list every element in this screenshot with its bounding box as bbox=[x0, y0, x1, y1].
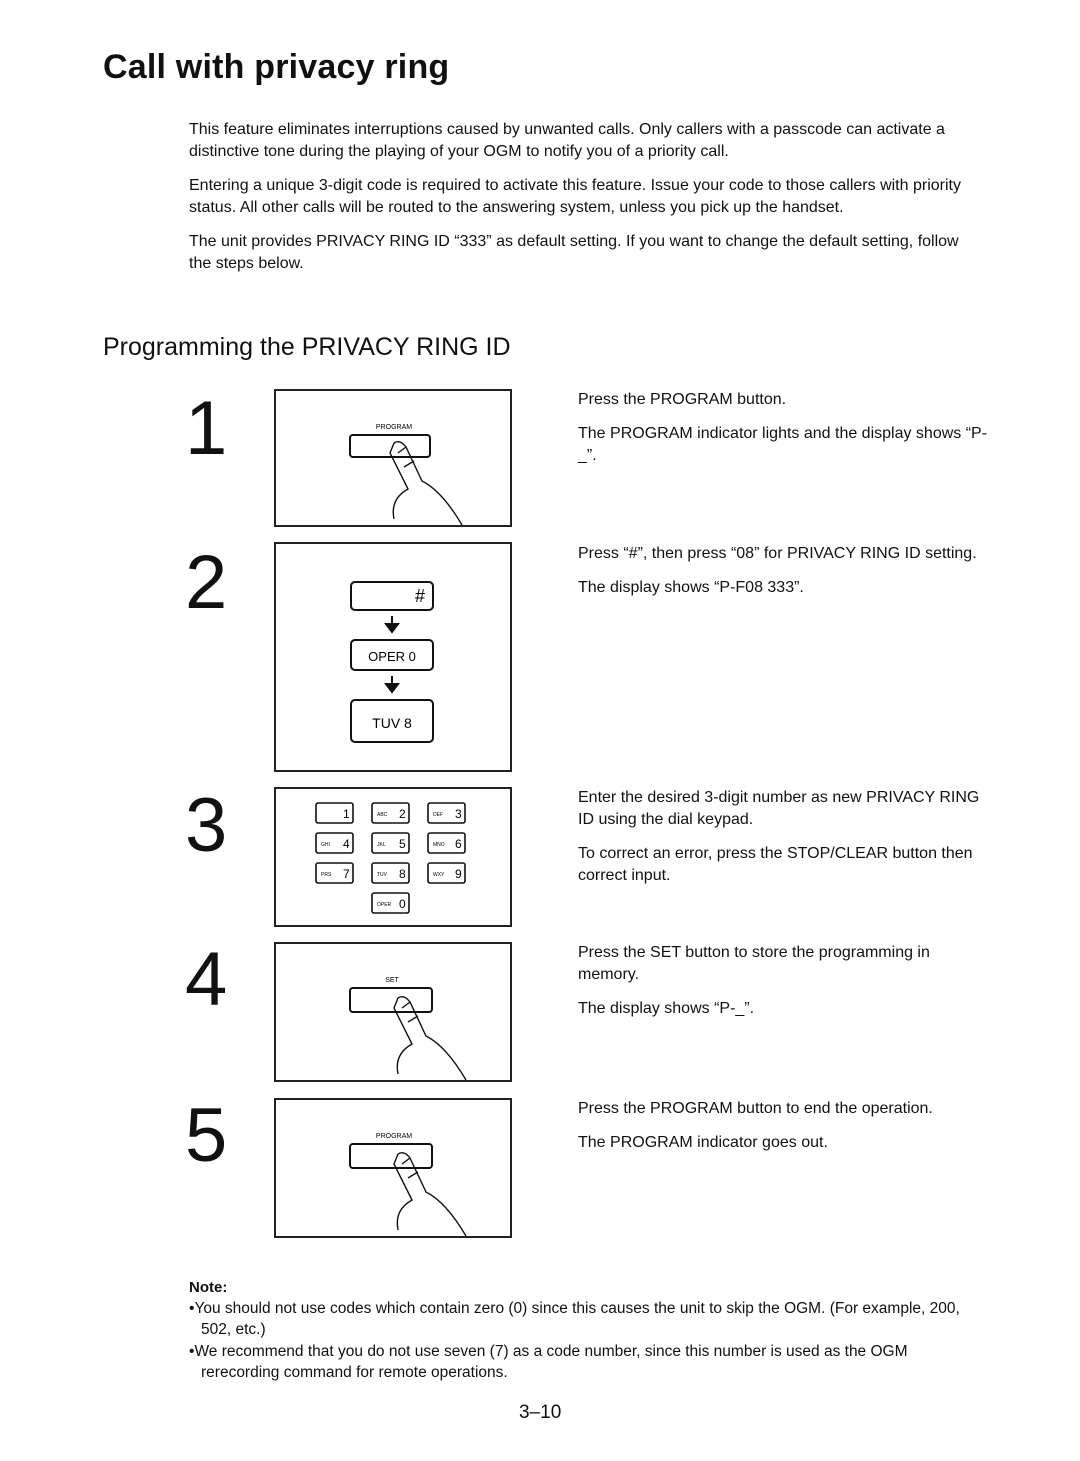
step-number: 3 bbox=[185, 783, 228, 868]
keypad-key-outline bbox=[371, 802, 410, 824]
step-5-illustration: PROGRAM bbox=[274, 1098, 512, 1238]
keypad-key: JKL 5 bbox=[371, 832, 410, 854]
keypad-key-digit: 2 bbox=[399, 807, 406, 821]
keypad-key-letters: OPER bbox=[377, 902, 392, 908]
hand-pointer-icon bbox=[393, 995, 467, 1081]
step-text: The display shows “P-F08 333”. bbox=[578, 579, 804, 596]
keypad-key-outline bbox=[427, 832, 466, 854]
keypad-key: ABC 2 bbox=[371, 802, 410, 824]
keypad-key-digit: 6 bbox=[455, 837, 462, 851]
tuv-8-key bbox=[350, 699, 434, 743]
keypad-key-outline bbox=[315, 802, 354, 824]
keypad-key: MNO 6 bbox=[427, 832, 466, 854]
keypad-key-letters: PRS bbox=[321, 872, 332, 878]
keypad-key: WXY 9 bbox=[427, 862, 466, 884]
keypad-key-outline bbox=[371, 832, 410, 854]
program-button bbox=[349, 434, 431, 458]
keypad-key: PRS 7 bbox=[315, 862, 354, 884]
keypad-key-digit: 3 bbox=[455, 807, 462, 821]
step-text: The display shows “P-_”. bbox=[578, 1000, 755, 1017]
oper-0-key-label: OPER 0 bbox=[368, 649, 416, 664]
keypad-key-digit: 0 bbox=[399, 897, 406, 911]
step-text: Press the SET button to store the progra… bbox=[578, 944, 930, 983]
key-sequence-illustration: # OPER 0 TUV 8 bbox=[350, 581, 434, 743]
section-heading: Programming the PRIVACY RING ID bbox=[103, 333, 511, 361]
keypad-key-letters: ABC bbox=[377, 812, 388, 818]
step-text: To correct an error, press the STOP/CLEA… bbox=[578, 845, 973, 884]
arrow-down-icon bbox=[384, 616, 400, 634]
step-4-illustration: SET bbox=[274, 942, 512, 1082]
keypad-key: TUV 8 bbox=[371, 862, 410, 884]
step-text: The PROGRAM indicator goes out. bbox=[578, 1134, 828, 1151]
step-text: The PROGRAM indicator lights and the dis… bbox=[578, 425, 988, 464]
keypad-key-letters: GHI bbox=[321, 842, 330, 848]
keypad-key-letters: DEF bbox=[433, 812, 443, 818]
set-button bbox=[349, 987, 433, 1013]
keypad-key: OPER 0 bbox=[371, 892, 410, 914]
step-number: 4 bbox=[185, 937, 228, 1022]
note-list: You should not use codes which contain z… bbox=[189, 1298, 989, 1384]
step-number: 5 bbox=[185, 1093, 228, 1178]
program-button bbox=[349, 1143, 433, 1169]
keypad-key-digit: 7 bbox=[343, 867, 350, 881]
program-button-press-illustration: PROGRAM bbox=[349, 424, 463, 526]
keypad-key-digit: 9 bbox=[455, 867, 462, 881]
set-button-label: SET bbox=[385, 977, 399, 984]
keypad-key-outline bbox=[371, 892, 410, 914]
keypad-key-digit: 5 bbox=[399, 837, 406, 851]
step-3-instructions: Enter the desired 3-digit number as new … bbox=[578, 787, 988, 899]
step-1-instructions: Press the PROGRAM button. The PROGRAM in… bbox=[578, 389, 988, 479]
keypad-key-letters: JKL bbox=[377, 842, 386, 848]
note-item: You should not use codes which contain z… bbox=[189, 1298, 989, 1340]
hash-key-label: # bbox=[415, 586, 425, 606]
note-item: We recommend that you do not use seven (… bbox=[189, 1341, 989, 1383]
step-text: Press the PROGRAM button to end the oper… bbox=[578, 1100, 933, 1117]
program-button-press-illustration: PROGRAM bbox=[349, 1133, 467, 1237]
keypad-key-outline bbox=[315, 862, 354, 884]
step-text: Enter the desired 3-digit number as new … bbox=[578, 789, 980, 828]
keypad-key-outline bbox=[427, 802, 466, 824]
step-number: 1 bbox=[185, 386, 228, 471]
hash-key bbox=[350, 581, 434, 611]
step-5-instructions: Press the PROGRAM button to end the oper… bbox=[578, 1098, 988, 1166]
keypad-key-outline bbox=[371, 862, 410, 884]
page-title: Call with privacy ring bbox=[103, 48, 450, 86]
keypad-key-letters: TUV bbox=[377, 872, 388, 878]
hand-pointer-icon bbox=[389, 440, 463, 526]
step-1-illustration: PROGRAM bbox=[274, 389, 512, 527]
keypad-key-digit: 8 bbox=[399, 867, 406, 881]
intro-paragraph: Entering a unique 3-digit code is requir… bbox=[189, 177, 961, 216]
intro-text: This feature eliminates interruptions ca… bbox=[189, 119, 979, 287]
hand-pointer-icon bbox=[393, 1151, 467, 1237]
keypad-key-digit: 4 bbox=[343, 837, 350, 851]
oper-0-key bbox=[350, 639, 434, 671]
note-label: Note: bbox=[189, 1279, 228, 1296]
page-number: 3–10 bbox=[519, 1402, 562, 1423]
keypad-key-letters: WXY bbox=[433, 872, 445, 878]
keypad-key-letters: MNO bbox=[433, 842, 445, 848]
intro-paragraph: The unit provides PRIVACY RING ID “333” … bbox=[189, 233, 959, 272]
keypad-key-outline bbox=[427, 862, 466, 884]
keypad-key: DEF 3 bbox=[427, 802, 466, 824]
keypad-key-digit: 1 bbox=[343, 807, 350, 821]
keypad-key: GHI 4 bbox=[315, 832, 354, 854]
arrow-down-icon bbox=[384, 676, 400, 694]
intro-paragraph: This feature eliminates interruptions ca… bbox=[189, 121, 945, 160]
keypad-key-outline bbox=[315, 832, 354, 854]
step-2-illustration: # OPER 0 TUV 8 bbox=[274, 542, 512, 772]
step-number: 2 bbox=[185, 540, 228, 625]
keypad-key: 1 bbox=[315, 802, 354, 824]
step-text: Press the PROGRAM button. bbox=[578, 391, 787, 408]
set-button-press-illustration: SET bbox=[349, 977, 467, 1081]
tuv-8-key-label: TUV 8 bbox=[372, 715, 412, 731]
step-4-instructions: Press the SET button to store the progra… bbox=[578, 942, 988, 1032]
step-2-instructions: Press “#”, then press “08” for PRIVACY R… bbox=[578, 543, 988, 611]
step-text: Press “#”, then press “08” for PRIVACY R… bbox=[578, 545, 977, 562]
program-button-label: PROGRAM bbox=[376, 1133, 412, 1140]
program-button-label: PROGRAM bbox=[376, 424, 412, 431]
